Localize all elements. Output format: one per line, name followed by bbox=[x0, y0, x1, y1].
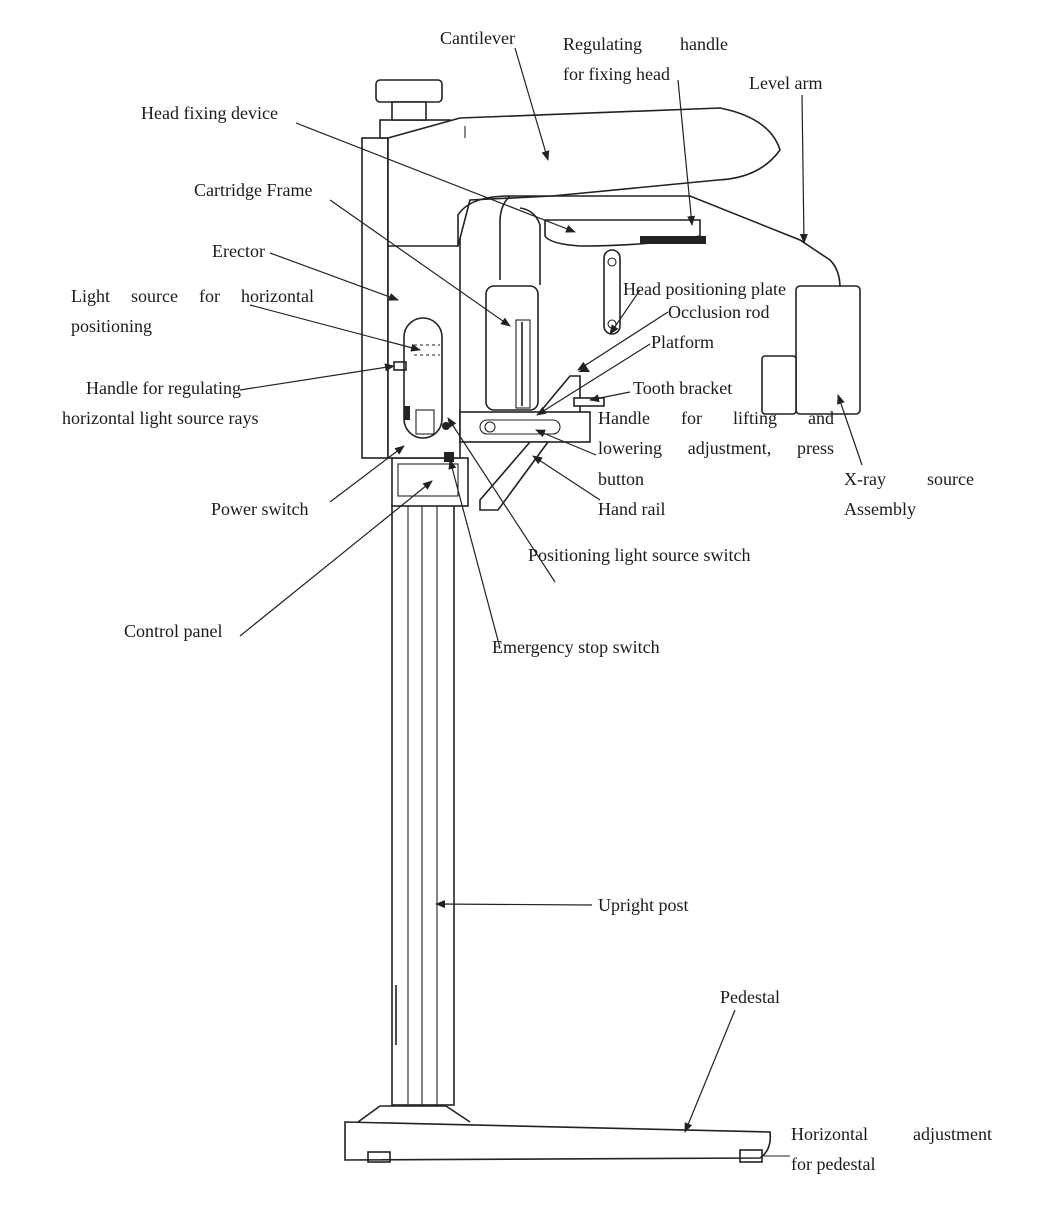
label-control-panel: Control panel bbox=[124, 621, 223, 641]
label-handle-lifting-line2: lowering adjustment, press bbox=[598, 438, 834, 458]
cartridge-frame-shape bbox=[485, 285, 539, 411]
label-horizontal-adjustment: Horizontal adjustment bbox=[791, 1119, 992, 1149]
label-occlusion-rod: Occlusion rod bbox=[668, 302, 770, 322]
label-handle-regulating-line2: horizontal light source rays bbox=[62, 408, 259, 428]
label-xray-source-line1: X-ray source bbox=[844, 469, 974, 489]
platform-shape bbox=[459, 366, 605, 443]
label-pedestal: Pedestal bbox=[720, 987, 780, 1007]
hand-rail-shape bbox=[479, 441, 550, 511]
xray-source-shape bbox=[761, 285, 861, 415]
label-platform: Platform bbox=[651, 332, 714, 352]
label-regulating-handle-line2: for fixing head bbox=[563, 64, 670, 84]
label-emergency-stop: Emergency stop switch bbox=[492, 637, 660, 657]
erector-shape bbox=[361, 79, 461, 462]
label-power-switch: Power switch bbox=[211, 499, 309, 519]
label-erector: Erector bbox=[212, 241, 265, 261]
label-horizontal-adjustment-line2: for pedestal bbox=[791, 1154, 876, 1174]
label-xray-source: X-ray source bbox=[844, 464, 974, 494]
label-handle-regulating-line1: Handle for regulating bbox=[86, 378, 241, 398]
label-level-arm: Level arm bbox=[749, 73, 823, 93]
label-light-source-line2: positioning bbox=[71, 316, 153, 336]
label-light-source: Light source for horizontal bbox=[71, 281, 314, 311]
label-xray-source-line2: Assembly bbox=[844, 499, 916, 519]
label-head-fixing-device: Head fixing device bbox=[141, 103, 278, 123]
label-handle-lifting-line3: button bbox=[598, 469, 645, 489]
label-horizontal-adjustment-line1: Horizontal adjustment bbox=[791, 1124, 992, 1144]
pedestal-shape bbox=[344, 1105, 790, 1163]
label-handle-lifting-line1: Handle for lifting and bbox=[598, 408, 834, 428]
label-cartridge-frame: Cartridge Frame bbox=[194, 180, 313, 200]
label-upright-post: Upright post bbox=[598, 895, 689, 915]
label-regulating-handle: Regulating handle bbox=[563, 29, 728, 59]
label-light-source-line1: Light source for horizontal bbox=[71, 286, 314, 306]
label-head-positioning-plate: Head positioning plate bbox=[623, 279, 786, 299]
label-tooth-bracket: Tooth bracket bbox=[633, 378, 733, 398]
upright-post-shape bbox=[391, 504, 455, 1106]
label-cantilever: Cantilever bbox=[440, 28, 515, 48]
label-positioning-light-switch: Positioning light source switch bbox=[528, 545, 751, 565]
label-hand-rail: Hand rail bbox=[598, 499, 666, 519]
cantilever-shape bbox=[387, 107, 781, 247]
leader-lines bbox=[239, 47, 863, 1133]
label-handle-lifting: Handle for lifting and lowering adjustme… bbox=[598, 403, 834, 463]
label-regulating-handle-line1: Regulating handle bbox=[563, 34, 728, 54]
head-fixing-device-shape bbox=[457, 195, 841, 335]
